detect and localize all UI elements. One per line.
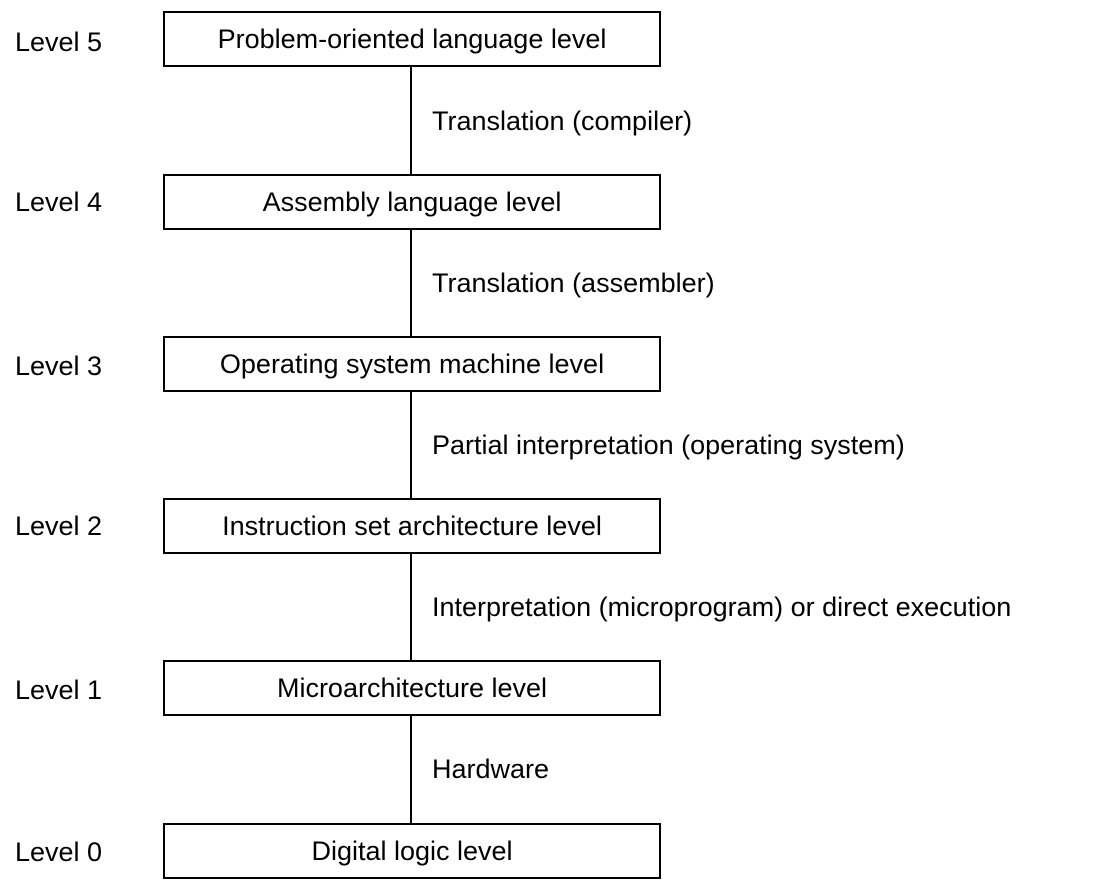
- level-3-box: Operating system machine level: [163, 336, 661, 392]
- transition-2-1-label: Interpretation (microprogram) or direct …: [432, 592, 1012, 622]
- level-4-label: Level 4: [15, 187, 103, 217]
- connector-2-1: [410, 554, 412, 660]
- level-1-box: Microarchitecture level: [163, 660, 661, 716]
- transition-1-0-label: Hardware: [432, 754, 550, 784]
- level-1-label: Level 1: [15, 675, 103, 705]
- transition-5-4-label: Translation (compiler): [432, 106, 693, 136]
- level-0-label: Level 0: [15, 837, 103, 867]
- transition-3-2-label: Partial interpretation (operating system…: [432, 430, 905, 460]
- level-3-label: Level 3: [15, 351, 103, 381]
- level-2-box: Instruction set architecture level: [163, 498, 661, 554]
- level-5-label: Level 5: [15, 27, 103, 57]
- level-4-box: Assembly language level: [163, 174, 661, 230]
- connector-5-4: [410, 67, 412, 174]
- level-5-box: Problem-oriented language level: [163, 11, 661, 67]
- level-2-label: Level 2: [15, 511, 103, 541]
- connector-1-0: [410, 716, 412, 823]
- level-0-box: Digital logic level: [163, 823, 661, 879]
- transition-4-3-label: Translation (assembler): [432, 268, 715, 298]
- connector-4-3: [410, 230, 412, 336]
- connector-3-2: [410, 392, 412, 498]
